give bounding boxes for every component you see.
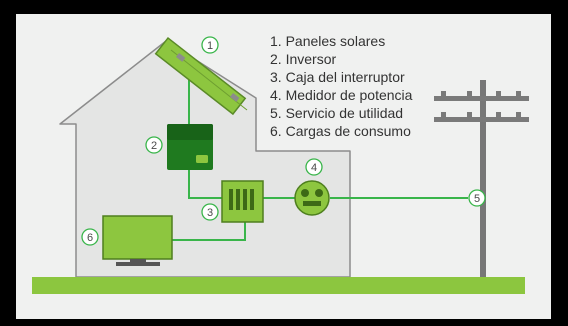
legend-item-label: Caja del interruptor <box>285 69 405 85</box>
legend-item-number: 1. <box>270 33 282 49</box>
wiring <box>172 70 468 241</box>
solar-panels <box>154 36 248 116</box>
legend-item-label: Cargas de consumo <box>285 123 411 139</box>
breaker-box <box>221 180 264 223</box>
svg-text:4: 4 <box>311 162 317 174</box>
svg-text:5: 5 <box>474 193 480 205</box>
legend-item-number: 4. <box>270 87 282 103</box>
legend-list: 1. Paneles solares 2. Inversor 3. Caja d… <box>270 32 412 140</box>
legend-item-3: 3. Caja del interruptor <box>270 68 412 86</box>
svg-text:6: 6 <box>87 232 93 244</box>
marker-3-breaker-box: 3 <box>201 203 219 221</box>
legend-item-1: 1. Paneles solares <box>270 32 412 50</box>
legend-item-label: Inversor <box>285 51 337 67</box>
legend-item-label: Servicio de utilidad <box>285 105 404 121</box>
svg-text:1: 1 <box>207 40 213 52</box>
legend-item-number: 3. <box>270 69 282 85</box>
legend-item-2: 2. Inversor <box>270 50 412 68</box>
legend-item-6: 6. Cargas de consumo <box>270 122 412 140</box>
legend-item-number: 2. <box>270 51 282 67</box>
marker-1-solar-panels: 1 <box>201 36 219 54</box>
legend-item-4: 4. Medidor de potencia <box>270 86 412 104</box>
ground <box>32 277 525 294</box>
marker-6-consumer-loads: 6 <box>81 228 99 246</box>
svg-text:3: 3 <box>207 207 213 219</box>
power-meter <box>294 180 330 216</box>
marker-4-power-meter: 4 <box>305 158 323 176</box>
legend-item-number: 5. <box>270 105 282 121</box>
consumer-loads-tv <box>102 215 173 266</box>
legend-item-label: Medidor de potencia <box>285 87 413 103</box>
marker-5-utility-service: 5 <box>468 189 486 207</box>
inverter <box>167 124 213 170</box>
utility-pole <box>434 80 529 280</box>
legend-item-5: 5. Servicio de utilidad <box>270 104 412 122</box>
marker-2-inverter: 2 <box>145 136 163 154</box>
legend-item-number: 6. <box>270 123 282 139</box>
svg-text:2: 2 <box>151 140 157 152</box>
legend-item-label: Paneles solares <box>285 33 386 49</box>
